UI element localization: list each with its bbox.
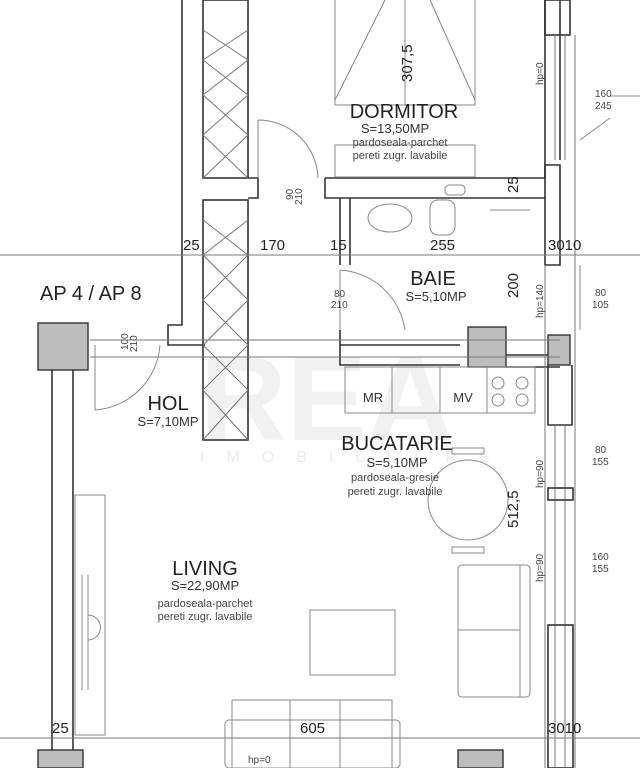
room-area: S=13,50MP (361, 121, 429, 136)
room-living: LIVING S=22,90MP pardoseala-parchet pere… (158, 558, 253, 623)
window-width: 160 (595, 89, 612, 100)
door-height: 210 (129, 335, 140, 352)
dimension: 3010 (548, 237, 581, 254)
room-name: HOL (147, 393, 188, 415)
sill-height: hp=90 (535, 459, 546, 488)
dimension: 3010 (548, 720, 581, 737)
room-floor: pardoseala-parchet (353, 137, 448, 149)
dimension: 605 (300, 720, 325, 737)
room-walls: pereti zugr. lavabile (158, 611, 253, 623)
dimension: 170 (260, 237, 285, 254)
room-walls: pereti zugr. lavabile (353, 150, 448, 162)
window-height: 155 (592, 457, 609, 468)
sill-height: hp=140 (535, 284, 546, 318)
room-floor: pardoseala-gresie (351, 472, 439, 484)
dimension: 200 (505, 273, 522, 298)
room-name: BUCATARIE (341, 433, 453, 455)
room-dormitor: DORMITOR S=13,50MP pardoseala-parchet pe… (350, 101, 459, 162)
room-walls: pereti zugr. lavabile (348, 486, 443, 498)
dimensions: 307,5 25 170 15 255 3010 25 200 512,5 25… (52, 44, 581, 737)
dimension: 512,5 (505, 490, 522, 528)
room-name: BAIE (410, 268, 456, 290)
dimension: 25 (183, 237, 200, 254)
window-width: 80 (595, 445, 607, 456)
apartment-title: AP 4 / AP 8 (40, 283, 142, 305)
room-bucatarie: BUCATARIE S=5,10MP pardoseala-gresie per… (341, 390, 473, 498)
room-name: DORMITOR (350, 101, 459, 123)
dimension: 25 (505, 176, 522, 193)
sill-height: hp=90 (535, 553, 546, 582)
dimension: 15 (330, 237, 347, 254)
watermark: REA (200, 332, 453, 466)
door-height: 210 (331, 300, 348, 311)
dishwasher-label: MV (453, 390, 473, 405)
room-baie: BAIE S=5,10MP (405, 268, 466, 304)
window-height: 155 (592, 564, 609, 575)
watermark-sub: IMOBILIARE (200, 449, 512, 466)
openings: 90 210 80 210 100 210 160 245 80 105 80 … (120, 62, 612, 766)
room-area: S=5,10MP (366, 455, 427, 470)
dimension: 25 (52, 720, 69, 737)
furniture (74, 0, 640, 768)
door-width: 80 (334, 289, 346, 300)
window-width: 80 (595, 288, 607, 299)
window-width: 160 (592, 552, 609, 563)
sill-height: hp=0 (248, 755, 271, 766)
room-name: LIVING (172, 558, 238, 580)
room-area: S=5,10MP (405, 289, 466, 304)
window-height: 245 (595, 101, 612, 112)
sill-height: hp=0 (535, 62, 546, 85)
room-floor: pardoseala-parchet (158, 598, 253, 610)
window-height: 105 (592, 300, 609, 311)
dimension: 255 (430, 237, 455, 254)
dimension: 307,5 (399, 44, 416, 82)
door-width: 100 (120, 333, 131, 350)
room-hol: HOL S=7,10MP (137, 393, 198, 429)
room-area: S=7,10MP (137, 414, 198, 429)
door-height: 210 (294, 188, 305, 205)
door-width: 90 (285, 188, 296, 200)
fridge-label: MR (363, 390, 383, 405)
room-area: S=22,90MP (171, 578, 239, 593)
